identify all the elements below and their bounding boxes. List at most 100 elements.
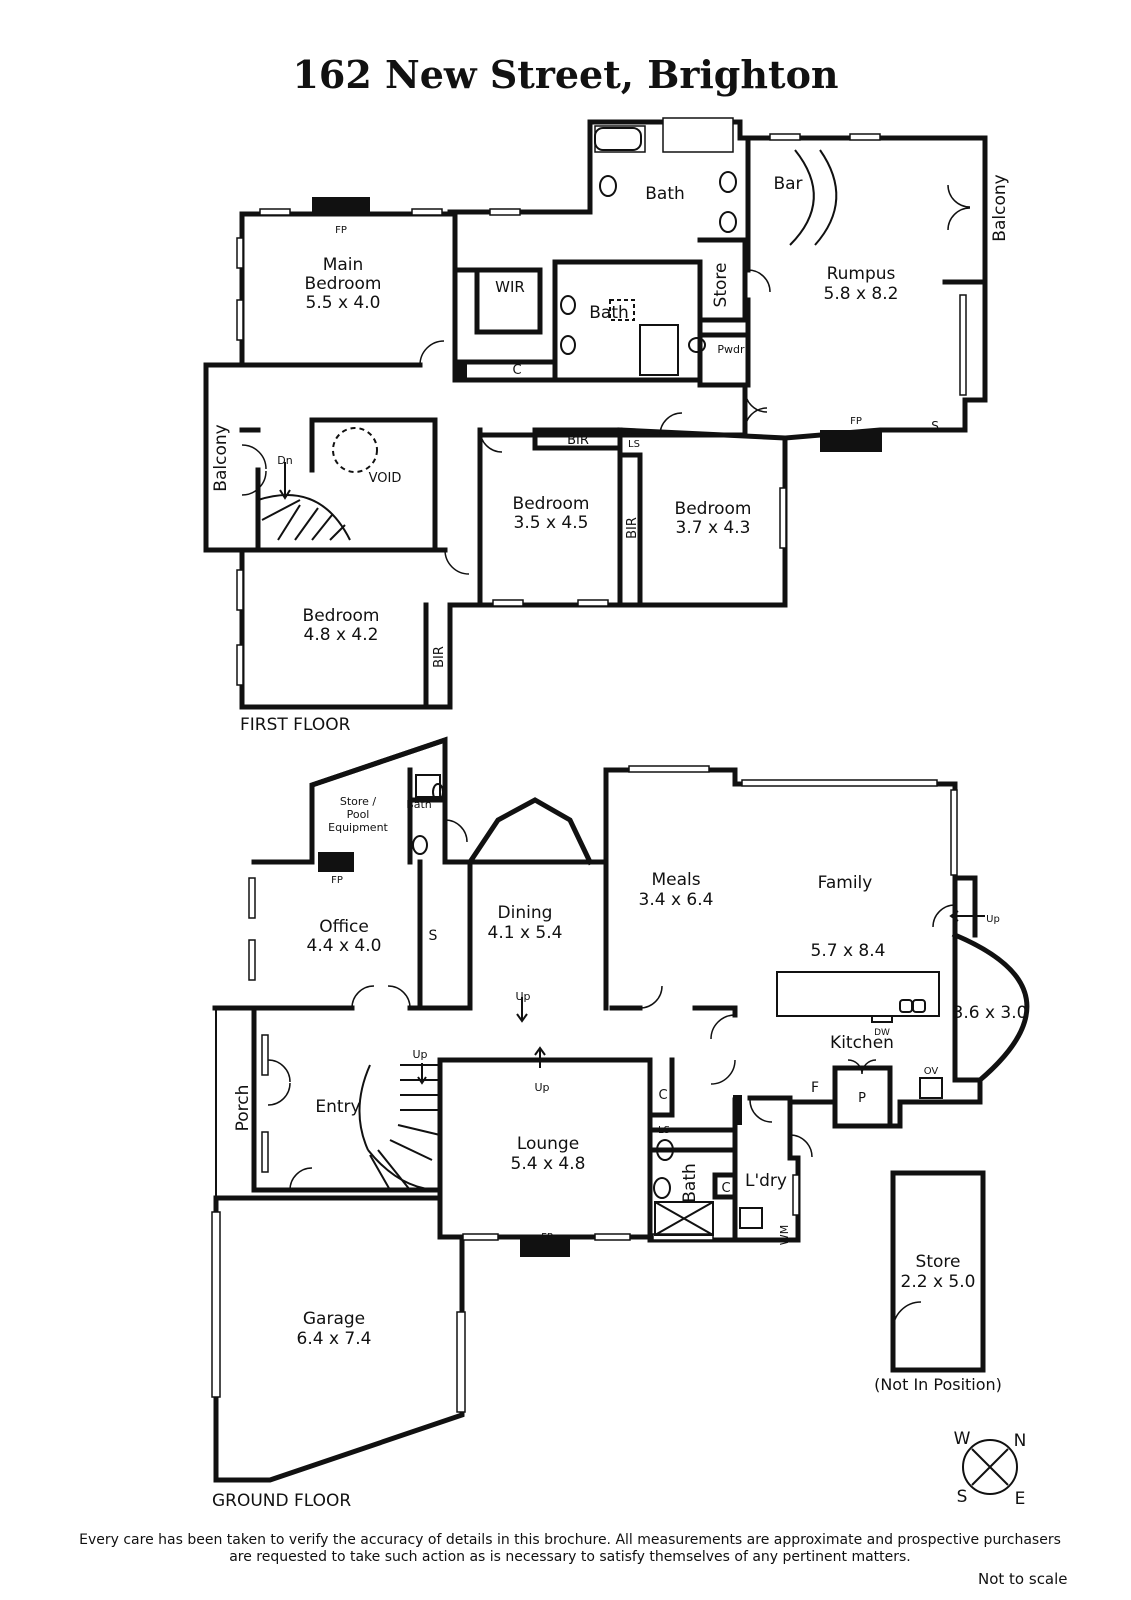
balcony-right-wall (942, 135, 988, 285)
store-label: Store (711, 263, 731, 308)
laundry-wall (732, 1095, 793, 1161)
entry-label: Entry (315, 1097, 360, 1117)
bath-wall (647, 1057, 738, 1240)
ground-floor-outer-wall (212, 736, 983, 1243)
fp-label: FP (331, 875, 343, 886)
bath-small-label: Bath (406, 798, 432, 811)
fridge-label: F (811, 1080, 819, 1096)
dining-bay-wall (466, 797, 594, 866)
balcony-left-label: Balcony (211, 424, 231, 491)
up-label: Up (515, 990, 530, 1003)
outside-store-label: Store (916, 1252, 961, 1272)
fireplace-icon (520, 1237, 570, 1257)
compass-icon: W N S E (954, 1429, 1027, 1509)
store-pool-label: Pool (347, 808, 370, 821)
fp-label: FP (541, 1232, 553, 1243)
step-wall (952, 875, 978, 938)
lounge-dims: 5.4 x 4.8 (511, 1154, 586, 1174)
dishwasher-icon (871, 1015, 893, 1023)
closet-label: C (512, 363, 521, 378)
up-label: Up (534, 1081, 549, 1094)
office-wall (251, 859, 738, 1018)
store-pool-label: Store / (340, 795, 377, 808)
void-wall (239, 417, 438, 553)
bedroom4-dims: 4.8 x 4.2 (304, 625, 379, 645)
bedroom3-label: Bedroom (675, 499, 752, 519)
garage-label: Garage (303, 1309, 365, 1329)
bedroom4-label: Bedroom (303, 606, 380, 626)
void-label: VOID (369, 471, 402, 486)
lounge-label: Lounge (517, 1134, 579, 1154)
bar-label: Bar (773, 174, 802, 194)
balcony-right-label: Balcony (990, 174, 1010, 241)
ls-label: LS (628, 439, 640, 450)
outside-store-wall (890, 1170, 986, 1373)
door-icons (241, 184, 971, 575)
disclaimer-line: Every care has been taken to verify the … (79, 1532, 1061, 1548)
fixture-icons (412, 783, 763, 1236)
wir-wall (452, 211, 558, 383)
compass-n: N (1014, 1431, 1027, 1451)
oven-icon (919, 1077, 943, 1099)
ls-label: LS (658, 1125, 670, 1136)
wm-label: WM (778, 1225, 791, 1245)
wall-block (455, 363, 467, 381)
bedroom2-label: Bedroom (513, 494, 590, 514)
bedroom2-dims: 3.5 x 4.5 (514, 513, 589, 533)
bir-bottom-label: BIR (432, 646, 447, 668)
bedroom4-wall (239, 547, 448, 710)
stair-icon (257, 462, 351, 541)
s-label: S (931, 419, 939, 433)
ground-floor: Store / Pool Equipment Bath FP Office 4.… (211, 736, 1030, 1483)
store-pool-label: Equipment (328, 821, 388, 834)
disclaimer-line: are requested to take such action as is … (229, 1549, 911, 1565)
fireplace-icon (820, 430, 882, 452)
laundry-label: L'dry (745, 1171, 787, 1191)
closet-label: C (721, 1181, 730, 1196)
porch-label: Porch (233, 1085, 253, 1132)
first-floor: Main Bedroom 5.5 x 4.0 WIR Bath Bath Bar… (203, 117, 1010, 710)
page-title: 162 New Street, Brighton (292, 52, 839, 97)
window-icons (211, 765, 958, 1413)
wall-block (733, 1095, 742, 1125)
garage-dims: 6.4 x 7.4 (297, 1329, 372, 1349)
rumpus-wall (697, 135, 751, 388)
outside-store-dims: 2.2 x 5.0 (901, 1272, 976, 1292)
dining-dims: 4.1 x 5.4 (488, 923, 563, 943)
meals-label: Meals (651, 870, 700, 890)
sink-icon (899, 999, 913, 1013)
not-to-scale-label: Not to scale (978, 1570, 1068, 1588)
stair-icon (358, 1063, 441, 1191)
ground-floor-label: GROUND FLOOR (212, 1491, 352, 1511)
office-dims: 4.4 x 4.0 (307, 936, 382, 956)
rumpus-dims: 5.8 x 8.2 (824, 284, 899, 304)
main-bedroom-label: Main (323, 255, 364, 275)
up-label: Up (412, 1048, 427, 1061)
bath-top-label: Bath (645, 184, 685, 204)
family-label: Family (818, 873, 873, 893)
fireplace-icon (318, 852, 354, 872)
sink-icon (912, 999, 926, 1013)
bath-mid-label: Bath (589, 303, 629, 323)
compass-s: S (957, 1487, 968, 1507)
bedroom3-dims: 3.7 x 4.3 (676, 518, 751, 538)
store-pool-wall (309, 736, 448, 865)
kitchen-label: Kitchen (830, 1033, 894, 1053)
dw-label: DW (874, 1028, 890, 1038)
fixture-icons (332, 127, 838, 473)
ov-label: OV (924, 1066, 939, 1077)
first-floor-label: FIRST FLOOR (240, 715, 351, 735)
kitchen-island (776, 971, 940, 1017)
compass-w: W (954, 1429, 971, 1449)
pwdr-label: Pwdr (717, 343, 745, 356)
rumpus-label: Rumpus (827, 264, 896, 284)
s-label: S (429, 928, 438, 944)
disclaimer: Every care has been taken to verify the … (20, 1532, 1120, 1566)
up-label: Up (986, 914, 1000, 925)
dn-label: Dn (277, 454, 292, 467)
kitchen-dims: 3.6 x 3.0 (953, 1003, 1028, 1023)
bir-mid-label: BIR (625, 517, 640, 539)
door-icons (267, 819, 956, 1331)
closet-label: C (658, 1088, 667, 1103)
